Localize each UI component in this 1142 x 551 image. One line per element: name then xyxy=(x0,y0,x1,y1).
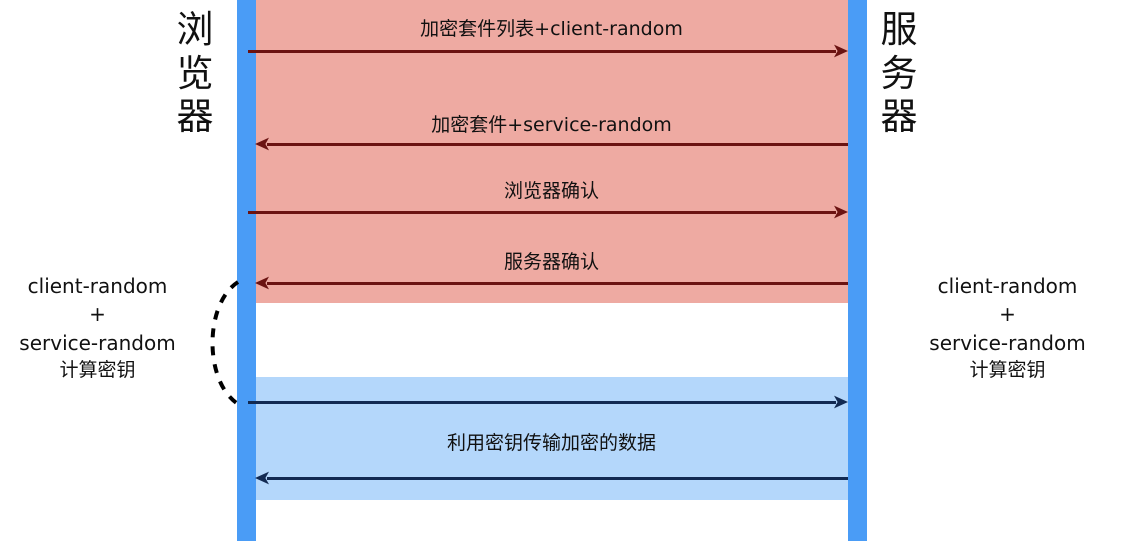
actor-server-char-3: 器 xyxy=(880,95,918,139)
lifeline-server xyxy=(848,0,867,541)
message-arrow-6 xyxy=(255,471,848,485)
arrow-shaft xyxy=(248,401,836,404)
brace-left-icon xyxy=(210,280,240,406)
message-arrow-2 xyxy=(255,137,848,151)
arrowhead-left-icon xyxy=(255,276,269,290)
message-label-4: 服务器确认 xyxy=(503,251,599,273)
message-arrow-4 xyxy=(255,276,848,290)
message-arrow-5 xyxy=(248,395,848,409)
actor-browser-char-1: 浏 xyxy=(176,8,214,51)
actor-label-browser: 浏 览 器 xyxy=(172,8,218,139)
arrowhead-right-icon xyxy=(834,44,848,58)
note-left-line-3: service-random xyxy=(19,330,176,355)
message-label-5: 利用密钥传输加密的数据 xyxy=(446,432,656,454)
note-right-line-1: client-random xyxy=(937,274,1078,298)
note-right-line-4: 计算密钥 xyxy=(969,359,1046,382)
note-right-line-2: + xyxy=(999,302,1016,327)
actor-server-char-2: 务 xyxy=(880,51,918,95)
message-label-1: 加密套件列表+client-random xyxy=(420,18,683,40)
arrowhead-left-icon xyxy=(255,137,269,151)
note-left: client-random + service-random 计算密钥 xyxy=(0,272,195,384)
arrow-shaft xyxy=(248,211,836,214)
arrow-shaft xyxy=(267,282,848,285)
message-arrow-1 xyxy=(248,44,848,58)
arrow-shaft xyxy=(248,50,836,53)
note-left-line-2: + xyxy=(89,302,106,327)
actor-server-char-1: 服 xyxy=(880,8,918,51)
lifeline-browser xyxy=(237,0,256,541)
actor-browser-char-3: 器 xyxy=(176,95,214,139)
arrowhead-right-icon xyxy=(834,205,848,219)
arrow-shaft xyxy=(267,143,848,146)
actor-label-server: 服 务 器 xyxy=(876,8,922,139)
arrowhead-left-icon xyxy=(255,471,269,485)
actor-browser-char-2: 览 xyxy=(176,51,214,95)
message-label-2: 加密套件+service-random xyxy=(431,114,672,136)
arrow-shaft xyxy=(267,477,848,480)
message-label-3: 浏览器确认 xyxy=(503,180,599,202)
arrowhead-right-icon xyxy=(834,395,848,409)
note-left-line-4: 计算密钥 xyxy=(59,359,136,382)
message-arrow-3 xyxy=(248,205,848,219)
note-left-line-1: client-random xyxy=(27,274,168,298)
note-right: client-random + service-random 计算密钥 安全层握… xyxy=(910,272,1105,384)
note-right-line-3: service-random xyxy=(929,330,1086,355)
